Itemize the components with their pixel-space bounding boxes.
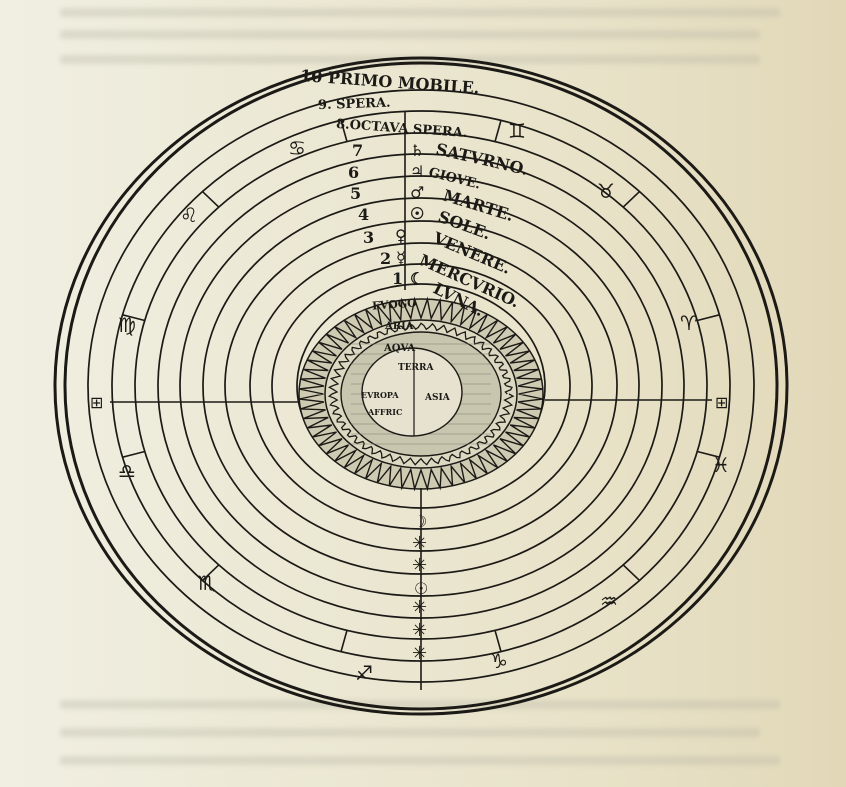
earth-globe <box>361 347 463 437</box>
star-marker-icon: ✳ <box>412 555 427 576</box>
zodiac-divider <box>201 190 220 208</box>
mars-icon: ♂ <box>410 183 424 202</box>
virgo-icon: ♍ <box>118 313 136 337</box>
moon-marker-icon: ☽ <box>413 512 427 531</box>
label-air: ARIA <box>384 321 414 332</box>
zodiac-divider <box>494 630 502 652</box>
aries-icon: ♈ <box>680 311 698 335</box>
scorpio-icon: ♏ <box>198 571 216 595</box>
sphere-number: 7 <box>352 141 363 160</box>
planet-sphere-5: 5 ♂ MARTE. <box>350 183 516 225</box>
sublunar-elements <box>298 296 544 492</box>
zodiac-divider <box>201 564 220 582</box>
pisces-icon: ♓ <box>712 453 730 477</box>
sphere-number: 2 <box>380 249 391 268</box>
sphere-number: 1 <box>392 269 403 288</box>
label-europe: EVROPA <box>361 390 399 400</box>
zodiac-divider <box>622 564 641 582</box>
zodiac-dividers <box>122 120 720 652</box>
zodiac-divider <box>340 120 348 142</box>
label-octava-spera: 8.OCTAVA SPERA. <box>336 117 468 141</box>
zodiac-divider <box>494 120 502 142</box>
zodiac-divider <box>340 630 348 652</box>
saturn-icon: ♄ <box>410 141 424 160</box>
fire-flames <box>299 296 543 492</box>
sphere-ring <box>53 56 789 716</box>
zodiac-divider <box>122 314 145 322</box>
gemini-icon: ♊ <box>508 119 526 143</box>
zodiac-divider <box>697 450 720 458</box>
star-marker-icon: ✳ <box>412 533 427 554</box>
star-marker-icon: ✳ <box>412 643 427 664</box>
sphere-ring <box>63 61 779 711</box>
cancer-icon: ♋ <box>288 136 306 160</box>
sphere-number: 6 <box>348 163 359 182</box>
mercury-icon: ☿ <box>396 248 406 267</box>
leo-icon: ♌ <box>180 203 198 227</box>
sun-icon: ☉ <box>410 204 424 223</box>
label-fire: FVOGO <box>372 296 418 312</box>
star-marker-icon: ✳ <box>412 597 427 618</box>
label-water: AQVA <box>383 343 415 354</box>
zodiac-divider <box>122 450 145 458</box>
label-africa: AFFRIC <box>367 407 402 417</box>
star-marker-icon: ✳ <box>412 620 427 641</box>
sphere-number: 4 <box>358 205 369 224</box>
aquarius-icon: ♒ <box>600 589 618 613</box>
sun-marker-icon: ☉ <box>414 579 428 598</box>
sphere-number: 3 <box>363 228 374 247</box>
jupiter-icon: ♃ <box>410 162 424 181</box>
equinox-mark-left-icon: ⊞ <box>90 393 103 412</box>
label-earth: TERRA <box>398 363 435 373</box>
air-clouds <box>327 322 515 466</box>
sagittarius-icon: ♐ <box>355 661 373 685</box>
moon-icon: ☾ <box>410 269 424 288</box>
planet-markers-lower-axis: ☽✳✳☉✳✳✳ <box>412 512 428 664</box>
sphere-number: 5 <box>350 184 361 203</box>
taurus-icon: ♉ <box>597 179 615 203</box>
label-nona-spera: 9. SPERA. <box>318 96 391 114</box>
zodiac-divider <box>622 190 641 208</box>
zodiac-divider <box>697 314 720 322</box>
label-primo-mobile: 10 PRIMO MOBILE. <box>300 66 480 97</box>
label-asia: ASIA <box>424 393 451 403</box>
libra-icon: ♎ <box>118 459 136 483</box>
equinox-mark-right-icon: ⊞ <box>715 393 728 412</box>
venus-icon: ♀ <box>395 226 407 245</box>
capricorn-icon: ♑ <box>490 649 508 673</box>
